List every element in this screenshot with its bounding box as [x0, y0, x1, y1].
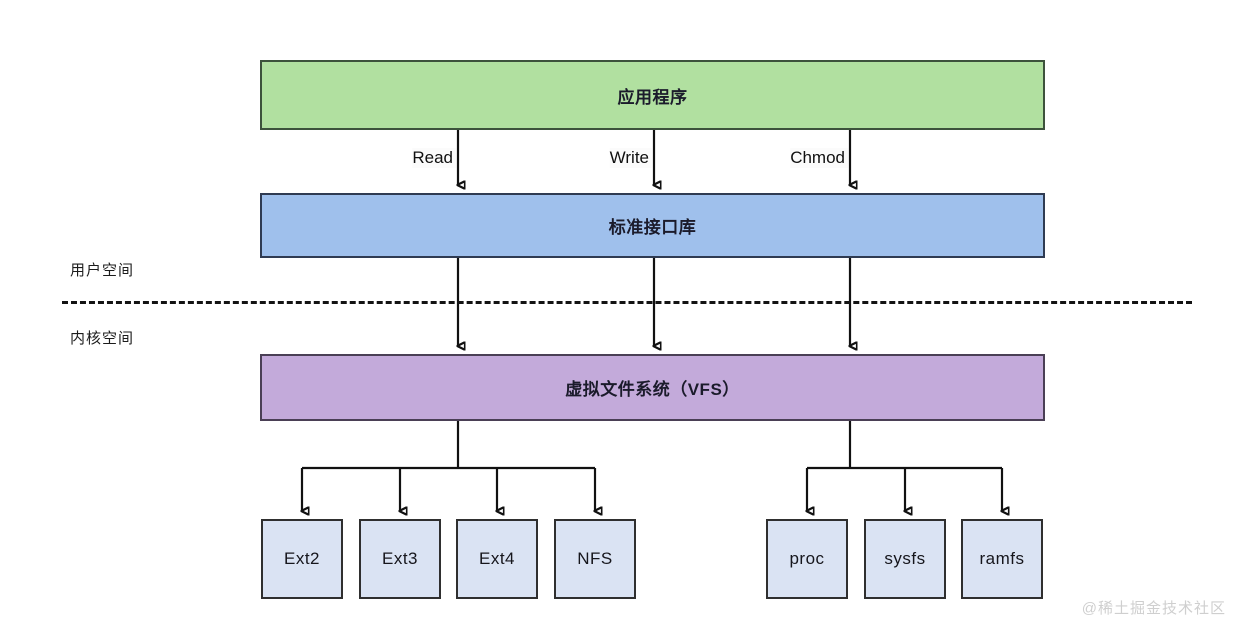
filesystem-label: Ext2: [283, 549, 321, 568]
filesystem-label: NFS: [577, 549, 613, 568]
standard-library-layer-label: 标准接口库: [608, 218, 697, 237]
filesystem-label: sysfs: [884, 549, 926, 568]
filesystem-label: ramfs: [979, 549, 1025, 568]
application-layer-label: 应用程序: [617, 87, 688, 107]
syscall-label-chmod: Chmod: [790, 148, 848, 168]
filesystem-label: Ext4: [478, 549, 516, 568]
watermark: @稀土掘金技术社区: [1081, 600, 1226, 617]
filesystem-box-ext3: Ext3: [359, 519, 441, 599]
syscall-label-write: Write: [609, 148, 652, 168]
filesystem-box-sysfs: sysfs: [864, 519, 946, 599]
kernel-space-label: 内核空间: [70, 330, 135, 347]
syscall-label-read: Read: [412, 148, 456, 168]
filesystem-box-ramfs: ramfs: [961, 519, 1043, 599]
filesystem-label: Ext3: [381, 549, 419, 568]
filesystem-box-ext2: Ext2: [261, 519, 343, 599]
application-layer-box: 应用程序: [260, 60, 1045, 130]
user-space-label: 用户空间: [70, 262, 135, 279]
vfs-layer-label: 虚拟文件系统（VFS）: [565, 380, 740, 399]
standard-library-layer-box: 标准接口库: [260, 193, 1045, 258]
filesystem-box-proc: proc: [766, 519, 848, 599]
filesystem-box-ext4: Ext4: [456, 519, 538, 599]
user-kernel-boundary-divider: [62, 301, 1192, 304]
filesystem-label: proc: [789, 549, 825, 568]
vfs-layer-box: 虚拟文件系统（VFS）: [260, 354, 1045, 421]
filesystem-box-nfs: NFS: [554, 519, 636, 599]
